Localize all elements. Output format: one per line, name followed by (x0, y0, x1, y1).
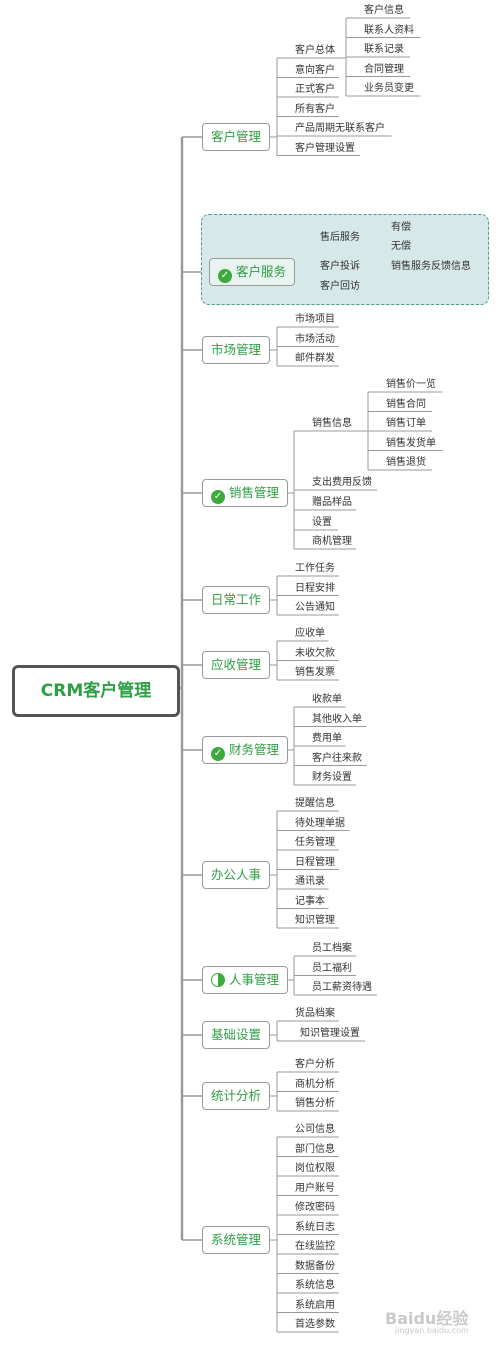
branch-label: 市场管理 (211, 342, 262, 357)
topic-node[interactable]: 员工福利 (312, 962, 352, 974)
root-node[interactable]: CRM客户管理 (12, 665, 180, 717)
topic-node[interactable]: 费用单 (312, 733, 342, 744)
branch-node[interactable]: 应收管理 (202, 651, 271, 679)
subtopic-node[interactable]: 销售服务反馈信息 (391, 261, 471, 272)
subtopic-node[interactable]: 销售退货 (386, 457, 426, 468)
topic-node[interactable]: 记事本 (295, 895, 325, 907)
topic-node[interactable]: 市场活动 (295, 333, 335, 345)
branch-label: 基础设置 (211, 1027, 262, 1042)
topic-node[interactable]: 应收单 (295, 628, 325, 639)
topic-node[interactable]: 客户管理设置 (295, 142, 355, 154)
topic-node[interactable]: 正式客户 (295, 84, 335, 95)
branch-label: 销售管理 (229, 485, 280, 500)
topic-node[interactable]: 销售信息 (312, 418, 352, 429)
branch-label: 办公人事 (211, 867, 262, 882)
topic-node[interactable]: 公告通知 (295, 602, 335, 613)
topic-node[interactable]: 部门信息 (295, 1143, 335, 1155)
branch-node[interactable]: ✓ 财务管理 (202, 736, 289, 764)
topic-node[interactable]: 市场项目 (295, 314, 335, 325)
subtopic-node[interactable]: 销售价一览 (386, 379, 436, 390)
check-circle-icon: ✓ (211, 747, 225, 761)
branch-label: 日常工作 (211, 592, 262, 607)
branch-node[interactable]: 日常工作 (202, 586, 271, 614)
topic-node[interactable]: 销售分析 (295, 1098, 335, 1109)
subtopic-node[interactable]: 业务员变更 (364, 83, 414, 94)
branch-node[interactable]: 市场管理 (202, 336, 271, 364)
topic-node[interactable]: 知识管理设置 (300, 1028, 360, 1039)
topic-node[interactable]: 数据备份 (295, 1260, 335, 1272)
branch-label: 应收管理 (211, 657, 262, 672)
branch-node[interactable]: 基础设置 (202, 1021, 271, 1049)
topic-node[interactable]: 工作任务 (295, 563, 335, 574)
subtopic-node[interactable]: 无偿 (391, 241, 411, 252)
subtopic-node[interactable]: 联系记录 (364, 44, 404, 55)
topic-node[interactable]: 收款单 (312, 694, 342, 705)
branch-label: 系统管理 (211, 1232, 262, 1247)
branch-node[interactable]: 办公人事 (202, 861, 271, 889)
subtopic-node[interactable]: 销售发货单 (386, 437, 436, 449)
topic-node[interactable]: 意向客户 (295, 64, 335, 76)
branch-label: 人事管理 (229, 972, 280, 987)
topic-node[interactable]: 商机分析 (295, 1078, 335, 1090)
topic-node[interactable]: 客户分析 (295, 1059, 335, 1070)
topic-node[interactable]: 系统信息 (295, 1280, 335, 1291)
topic-node[interactable]: 修改密码 (295, 1202, 335, 1213)
topic-node[interactable]: 待处理单据 (295, 817, 345, 829)
branch-node[interactable]: 人事管理 (202, 966, 289, 994)
topic-node[interactable]: 客户投诉 (320, 261, 360, 272)
topic-node[interactable]: 售后服务 (320, 232, 360, 243)
branch-label: 统计分析 (211, 1088, 262, 1103)
topic-node[interactable]: 产品周期无联系客户 (295, 123, 385, 134)
topic-node[interactable]: 员工薪资待遇 (312, 982, 372, 993)
branch-node[interactable]: ✓ 客户服务 (209, 258, 296, 286)
topic-node[interactable]: 所有客户 (295, 103, 335, 115)
topic-node[interactable]: 客户往来款 (312, 752, 362, 764)
topic-node[interactable]: 赠品样品 (312, 497, 352, 508)
subtopic-node[interactable]: 合同管理 (364, 63, 404, 75)
check-circle-icon: ✓ (218, 269, 232, 283)
branch-label: 财务管理 (229, 742, 280, 757)
topic-node[interactable]: 系统启用 (295, 1299, 335, 1311)
branch-node[interactable]: 系统管理 (202, 1226, 271, 1254)
topic-node[interactable]: 未收欠款 (295, 647, 335, 659)
topic-node[interactable]: 设置 (312, 517, 332, 528)
topic-node[interactable]: 公司信息 (295, 1124, 335, 1135)
topic-node[interactable]: 支出费用反馈 (312, 477, 372, 488)
topic-node[interactable]: 商机管理 (312, 536, 352, 547)
topic-node[interactable]: 任务管理 (295, 837, 335, 848)
topic-node[interactable]: 员工档案 (312, 943, 352, 954)
topic-node[interactable]: 日程安排 (295, 582, 335, 594)
branch-label: 客户服务 (236, 264, 287, 279)
topic-node[interactable]: 其他收入单 (312, 713, 362, 725)
subtopic-node[interactable]: 客户信息 (364, 5, 404, 16)
watermark-url: jingyan.baidu.com (395, 1326, 469, 1335)
topic-node[interactable]: 邮件群发 (295, 353, 335, 364)
topic-node[interactable]: 日程管理 (295, 856, 335, 868)
branch-node[interactable]: 客户管理 (202, 123, 271, 151)
check-circle-icon: ✓ (211, 490, 225, 504)
topic-node[interactable]: 财务设置 (312, 772, 352, 783)
branch-node[interactable]: ✓ 销售管理 (202, 479, 289, 507)
topic-node[interactable]: 在线监控 (295, 1241, 335, 1252)
subtopic-node[interactable]: 联系人资料 (364, 24, 414, 36)
topic-node[interactable]: 知识管理 (295, 915, 335, 926)
topic-node[interactable]: 提醒信息 (295, 798, 335, 809)
progress-pie-icon (211, 973, 225, 987)
topic-node[interactable]: 用户账号 (295, 1182, 335, 1194)
topic-node[interactable]: 货品档案 (295, 1008, 335, 1019)
watermark-brand: Baidu经验 (385, 1309, 469, 1328)
topic-node[interactable]: 客户回访 (320, 281, 360, 292)
topic-node[interactable]: 销售发票 (295, 667, 335, 678)
subtopic-node[interactable]: 销售订单 (386, 418, 426, 429)
topic-node[interactable]: 首选参数 (295, 1319, 335, 1330)
branch-node[interactable]: 统计分析 (202, 1082, 271, 1110)
branch-label: 客户管理 (211, 129, 262, 144)
subtopic-node[interactable]: 有偿 (391, 222, 411, 233)
subtopic-node[interactable]: 销售合同 (386, 398, 426, 410)
topic-node[interactable]: 通讯录 (295, 876, 325, 887)
topic-node[interactable]: 岗位权限 (295, 1163, 335, 1174)
topic-node[interactable]: 客户总体 (295, 45, 335, 56)
topic-node[interactable]: 系统日志 (295, 1221, 335, 1233)
